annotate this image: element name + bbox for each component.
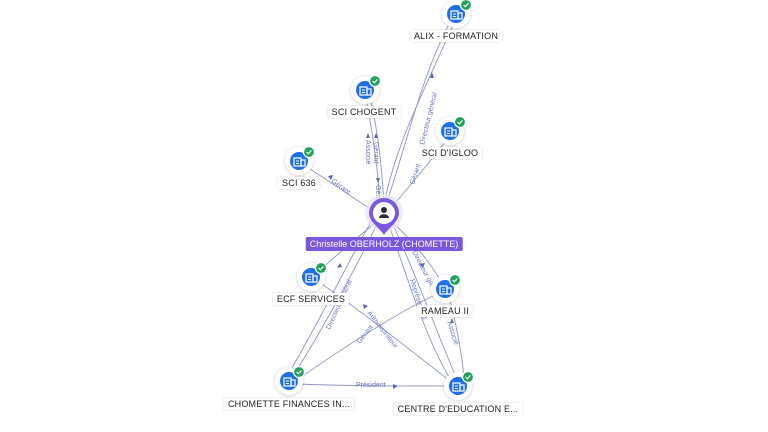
company-label-sci636[interactable]: SCI 636 — [278, 177, 320, 189]
company-label-alix[interactable]: ALIX - FORMATION — [409, 30, 503, 42]
arrow-icon — [419, 263, 425, 268]
arrow-icon — [376, 178, 380, 183]
company-node-chogent[interactable] — [351, 74, 382, 105]
company-node-ecf[interactable] — [297, 261, 328, 292]
edge-chomette-centre — [295, 383, 455, 387]
arrow-icon — [393, 384, 398, 389]
check-badge-icon — [453, 115, 467, 129]
company-node-chomette[interactable] — [275, 365, 306, 396]
company-node-igloo[interactable] — [436, 115, 467, 146]
arrow-icon — [430, 72, 434, 78]
person-icon — [379, 207, 389, 218]
company-label-igloo[interactable]: SCI D'IGLOO — [417, 147, 483, 159]
check-badge-icon — [292, 365, 306, 379]
arrow-icon — [450, 318, 454, 323]
edge-label-chogent-a: Gérant — [372, 142, 379, 163]
edge-label-president: Président — [356, 382, 386, 389]
arrow-icon — [363, 304, 368, 309]
arrow-icon — [337, 263, 342, 268]
company-label-chomette[interactable]: CHOMETTE FINANCES IN... — [223, 398, 355, 410]
edge-label-chogent-b: Associé — [364, 140, 371, 165]
person-label[interactable]: Christelle OBERHOLZ (CHOMETTE) — [305, 237, 463, 251]
person-node[interactable] — [365, 194, 403, 235]
arrows — [328, 72, 454, 389]
check-badge-icon — [314, 261, 328, 275]
company-node-alix[interactable] — [442, 0, 473, 28]
company-label-ecf[interactable]: ECF SERVICES — [272, 293, 350, 305]
edge-label-chomette-gerant: Gérant — [356, 324, 375, 345]
check-badge-icon — [448, 273, 462, 287]
edge-label-alix: Directeur général — [419, 91, 439, 145]
check-badge-icon — [368, 74, 382, 88]
company-label-chogent[interactable]: SCI CHOGENT — [327, 106, 401, 118]
edge-label-igloo: Gérant — [409, 163, 422, 186]
company-node-sci636[interactable] — [285, 145, 316, 176]
arrow-icon — [366, 133, 370, 138]
check-badge-icon — [302, 145, 316, 159]
arrow-icon — [374, 133, 378, 138]
company-label-centre[interactable]: CENTRE D'EDUCATION E... — [393, 403, 523, 415]
company-node-rameau[interactable] — [431, 273, 462, 304]
check-badge-icon — [461, 370, 475, 384]
company-node-centre[interactable] — [444, 370, 475, 401]
edge-ecf-centre — [315, 279, 455, 385]
edge-label-sci636: Gérant — [330, 178, 351, 196]
company-label-rameau[interactable]: RAMEAU II — [417, 305, 473, 317]
arrow-icon — [328, 175, 333, 180]
edge-chomette-rameau — [293, 291, 443, 383]
